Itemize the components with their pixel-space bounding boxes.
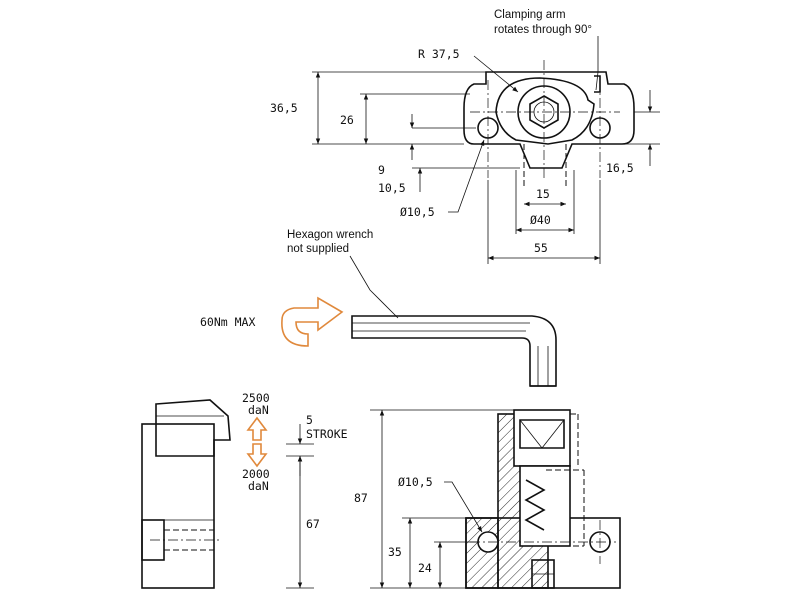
hex-wrench <box>351 315 557 387</box>
torque-arrow-icon <box>281 296 344 347</box>
dim-16-5-label: 16,5 <box>606 161 634 175</box>
section-head <box>513 409 571 467</box>
top-flange-outline <box>463 71 635 169</box>
force-down-unit: daN <box>248 479 269 493</box>
force-up-unit: daN <box>248 403 269 417</box>
dim-9-label: 9 <box>378 163 385 177</box>
clamp-note-line1: Clamping arm <box>494 9 566 21</box>
dim-35-label: 35 <box>388 545 402 559</box>
side-view: 2500 daN 2000 daN 5 STROKE 67 <box>141 391 348 589</box>
side-clamp-arm <box>155 399 231 457</box>
height-mid-label: 26 <box>340 113 354 127</box>
dim-10-5-label: 10,5 <box>378 181 406 195</box>
height-total-label: 36,5 <box>270 101 298 115</box>
section-hole-dia-label: Ø10,5 <box>398 475 433 489</box>
hex-wrench-view: Hexagon wrench not supplied 60Nm MAX <box>200 229 557 387</box>
dia-40-label: Ø40 <box>530 213 551 227</box>
torque-label: 60Nm MAX <box>200 315 255 329</box>
height-87-label: 87 <box>354 491 368 505</box>
force-up-value: 2500 <box>242 391 270 405</box>
section-view: Ø10,5 87 35 24 <box>354 409 621 589</box>
top-view: R 37,5 36,5 26 9 10,5 Ø10,5 15 Ø40 <box>270 9 660 264</box>
dim-15-label: 15 <box>536 187 550 201</box>
stroke-value: 5 <box>306 413 313 427</box>
section-piston <box>519 465 571 547</box>
force-up-arrow-icon <box>246 416 268 441</box>
wrench-note-line1: Hexagon wrench <box>287 229 373 241</box>
section-base-hatch <box>465 517 499 589</box>
clamping-arm <box>495 77 595 145</box>
radius-label: R 37,5 <box>418 47 460 61</box>
force-down-value: 2000 <box>242 467 270 481</box>
dim-24-label: 24 <box>418 561 432 575</box>
wrench-note-line2: not supplied <box>287 243 349 255</box>
top-hole-dia-label: Ø10,5 <box>400 205 435 219</box>
force-down-arrow-icon <box>246 443 268 468</box>
stroke-label: STROKE <box>306 427 348 441</box>
height-67-label: 67 <box>306 517 320 531</box>
clamp-note-line2: rotates through 90° <box>494 24 592 36</box>
side-body <box>141 423 215 589</box>
dim-55-label: 55 <box>534 241 548 255</box>
